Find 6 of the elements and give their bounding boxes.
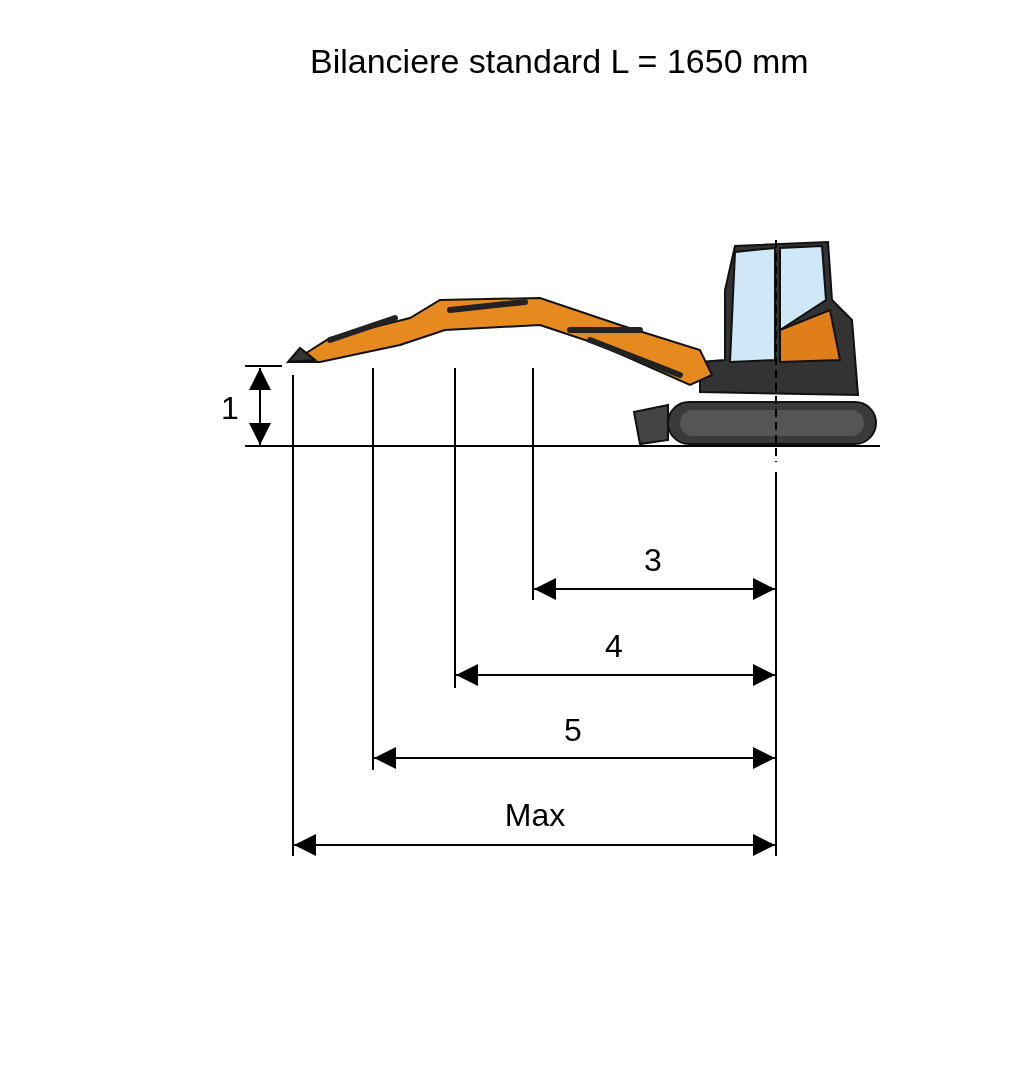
dimension-label: 1 [221, 392, 239, 424]
title: Bilanciere standard L = 1650 mm [310, 44, 809, 78]
dimension-label: Max [504, 799, 566, 831]
dimension-label: 3 [644, 544, 662, 576]
dimension-label: 5 [564, 714, 582, 746]
dimension-label: 4 [605, 630, 623, 662]
